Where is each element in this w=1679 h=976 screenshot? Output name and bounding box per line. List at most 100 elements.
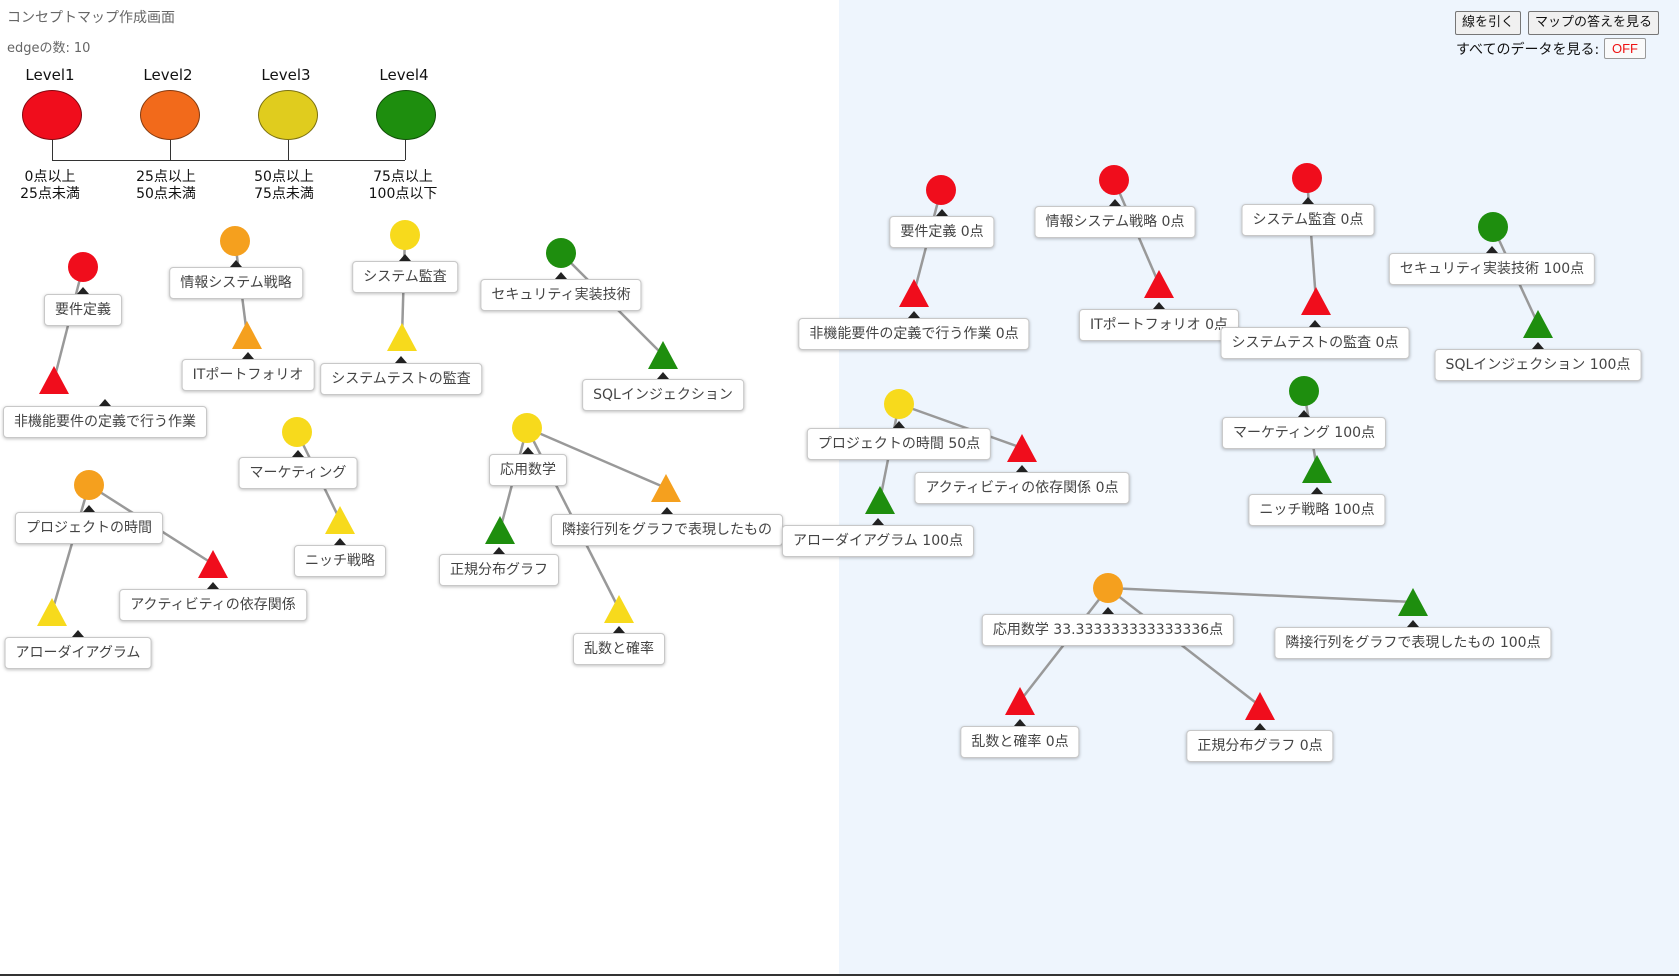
left-node-label[interactable]: 乱数と確率 [573,633,665,665]
left-node-label[interactable]: システムテストの監査 [320,363,482,395]
left-node-label[interactable]: アローダイアグラム [4,637,152,669]
right-node-label[interactable]: 隣接行列をグラフで表現したもの 100点 [1274,627,1552,659]
left-edge-L-project-L-arrow[interactable] [50,484,91,613]
node-circle-green[interactable] [1289,376,1319,406]
right-node-label[interactable]: マーケティング 100点 [1221,417,1387,449]
right-node-label[interactable]: システムテストの監査 0点 [1220,327,1410,359]
left-node-label[interactable]: プロジェクトの時間 [15,512,163,544]
node-anchor-icon[interactable] [1311,487,1323,494]
node-triangle-red[interactable] [1007,434,1037,462]
node-circle-red[interactable] [1099,165,1129,195]
node-circle-red[interactable] [1292,163,1322,193]
left-node-label[interactable]: ITポートフォリオ [181,359,315,391]
right-node-label[interactable]: SQLインジェクション 100点 [1434,349,1642,381]
node-anchor-icon[interactable] [555,272,567,279]
left-node-label[interactable]: 要件定義 [44,294,122,326]
node-anchor-icon[interactable] [661,507,673,514]
left-node-label[interactable]: セキュリティ実装技術 [480,279,642,311]
node-anchor-icon[interactable] [1302,197,1314,204]
node-anchor-icon[interactable] [292,450,304,457]
node-triangle-green[interactable] [1302,455,1332,483]
left-node-label[interactable]: 隣接行列をグラフで表現したもの [551,514,783,546]
left-node-label[interactable]: ニッチ戦略 [294,545,386,577]
node-anchor-icon[interactable] [230,260,242,267]
left-node-label[interactable]: アクティビティの依存関係 [119,589,307,621]
node-circle-orange[interactable] [220,226,250,256]
node-anchor-icon[interactable] [207,582,219,589]
node-circle-orange[interactable] [1093,573,1123,603]
node-anchor-icon[interactable] [1014,719,1026,726]
node-anchor-icon[interactable] [1407,620,1419,627]
node-triangle-red[interactable] [39,366,69,394]
node-anchor-icon[interactable] [334,538,346,545]
left-node-label[interactable]: SQLインジェクション [582,379,744,411]
node-triangle-red[interactable] [899,279,929,307]
node-anchor-icon[interactable] [1153,302,1165,309]
node-anchor-icon[interactable] [1254,723,1266,730]
node-triangle-red[interactable] [198,550,228,578]
right-node-label[interactable]: 要件定義 0点 [889,216,995,248]
right-edge-R-oyo-R-seiki[interactable] [1107,587,1261,707]
node-circle-yellow[interactable] [512,413,542,443]
node-anchor-icon[interactable] [77,287,89,294]
node-anchor-icon[interactable] [522,447,534,454]
node-circle-green[interactable] [546,238,576,268]
node-anchor-icon[interactable] [493,547,505,554]
node-anchor-icon[interactable] [399,254,411,261]
left-node-label[interactable]: 非機能要件の定義で行う作業 [3,406,207,438]
node-anchor-icon[interactable] [1109,199,1121,206]
node-circle-red[interactable] [926,175,956,205]
node-triangle-red[interactable] [1005,687,1035,715]
node-circle-yellow[interactable] [390,220,420,250]
right-node-label[interactable]: プロジェクトの時間 50点 [806,428,992,460]
node-anchor-icon[interactable] [72,630,84,637]
right-node-label[interactable]: 正規分布グラフ 0点 [1186,730,1334,762]
left-node-label[interactable]: 応用数学 [489,454,567,486]
node-anchor-icon[interactable] [1532,342,1544,349]
right-node-label[interactable]: アローダイアグラム 100点 [781,525,975,557]
node-anchor-icon[interactable] [872,518,884,525]
show-all-data-toggle[interactable]: OFF [1604,38,1646,59]
right-node-label[interactable]: ITポートフォリオ 0点 [1078,309,1240,341]
node-circle-red[interactable] [68,252,98,282]
node-triangle-yellow[interactable] [37,598,67,626]
left-edge-L-oyo-L-ringi[interactable] [526,426,667,490]
show-answer-button[interactable]: マップの答えを見る [1528,11,1660,35]
right-node-label[interactable]: ニッチ戦略 100点 [1248,494,1386,526]
node-anchor-icon[interactable] [395,356,407,363]
right-edge-R-project-R-activity[interactable] [898,402,1023,450]
node-triangle-yellow[interactable] [604,595,634,623]
node-anchor-icon[interactable] [657,372,669,379]
right-node-label[interactable]: 非機能要件の定義で行う作業 0点 [798,318,1030,350]
node-anchor-icon[interactable] [893,421,905,428]
draw-line-button[interactable]: 線を引く [1455,11,1522,35]
right-node-label[interactable]: 乱数と確率 0点 [960,726,1080,758]
node-anchor-icon[interactable] [242,352,254,359]
node-circle-green[interactable] [1478,212,1508,242]
right-node-label[interactable]: 応用数学 33.333333333333336点 [981,614,1235,646]
node-circle-orange[interactable] [74,470,104,500]
right-node-label[interactable]: アクティビティの依存関係 0点 [914,472,1130,504]
right-node-label[interactable]: セキュリティ実装技術 100点 [1388,253,1596,285]
node-anchor-icon[interactable] [1016,465,1028,472]
node-triangle-green[interactable] [865,486,895,514]
node-circle-yellow[interactable] [282,417,312,447]
node-anchor-icon[interactable] [99,399,111,406]
right-edge-R-oyo-R-ringi[interactable] [1107,586,1414,604]
node-triangle-green[interactable] [648,341,678,369]
node-triangle-red[interactable] [1245,692,1275,720]
node-anchor-icon[interactable] [936,209,948,216]
left-node-label[interactable]: システム監査 [352,261,458,293]
node-triangle-orange[interactable] [651,474,681,502]
node-triangle-green[interactable] [485,516,515,544]
node-triangle-orange[interactable] [232,321,262,349]
node-triangle-green[interactable] [1398,588,1428,616]
left-node-label[interactable]: 情報システム戦略 [169,267,303,299]
left-node-label[interactable]: マーケティング [238,457,358,489]
node-triangle-green[interactable] [1523,310,1553,338]
node-triangle-red[interactable] [1301,287,1331,315]
right-node-label[interactable]: システム監査 0点 [1241,204,1375,236]
node-anchor-icon[interactable] [1309,320,1321,327]
right-node-label[interactable]: 情報システム戦略 0点 [1034,206,1196,238]
node-anchor-icon[interactable] [908,311,920,318]
